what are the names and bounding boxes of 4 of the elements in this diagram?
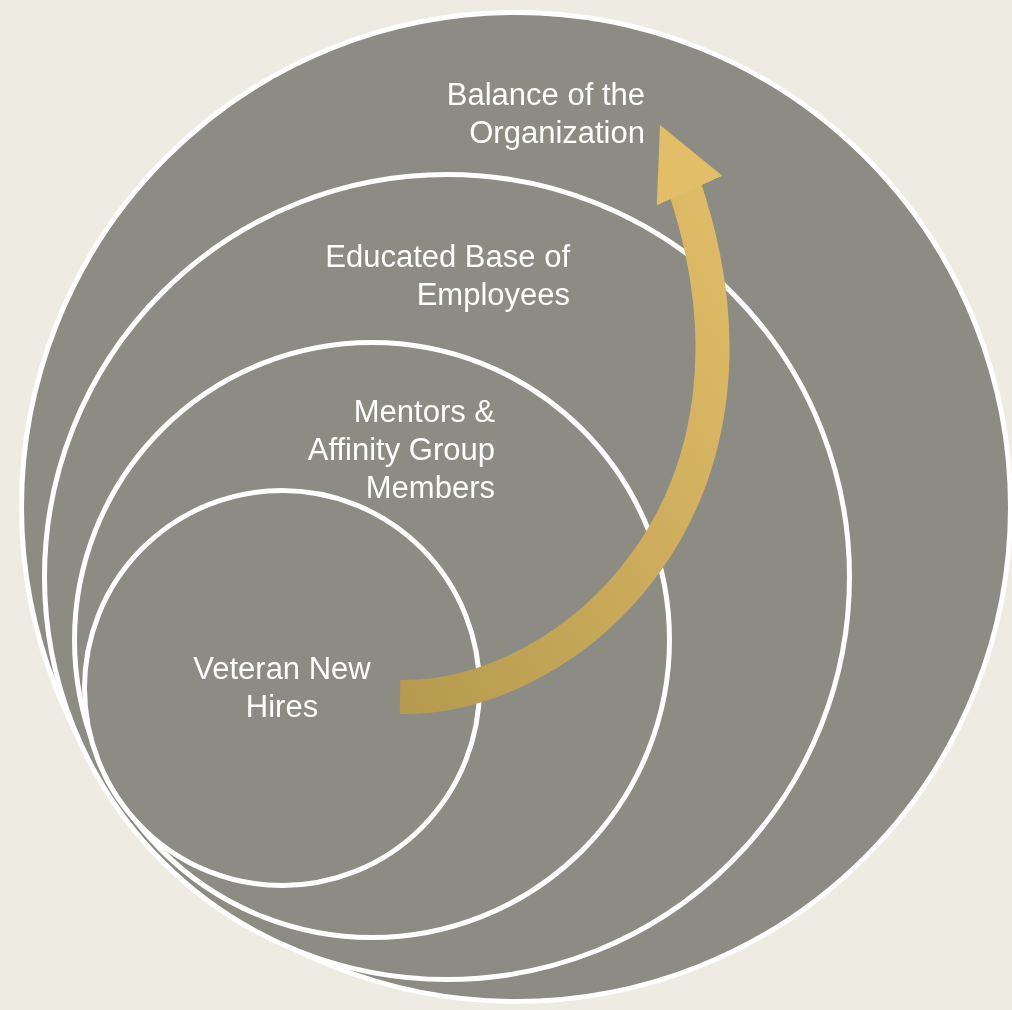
circle-label: Educated Base of Employees <box>325 238 570 314</box>
circle-label: Veteran New Hires <box>192 650 372 726</box>
circle-label: Mentors & Affinity Group Members <box>306 393 495 507</box>
circle-label: Balance of the Organization <box>445 76 645 152</box>
